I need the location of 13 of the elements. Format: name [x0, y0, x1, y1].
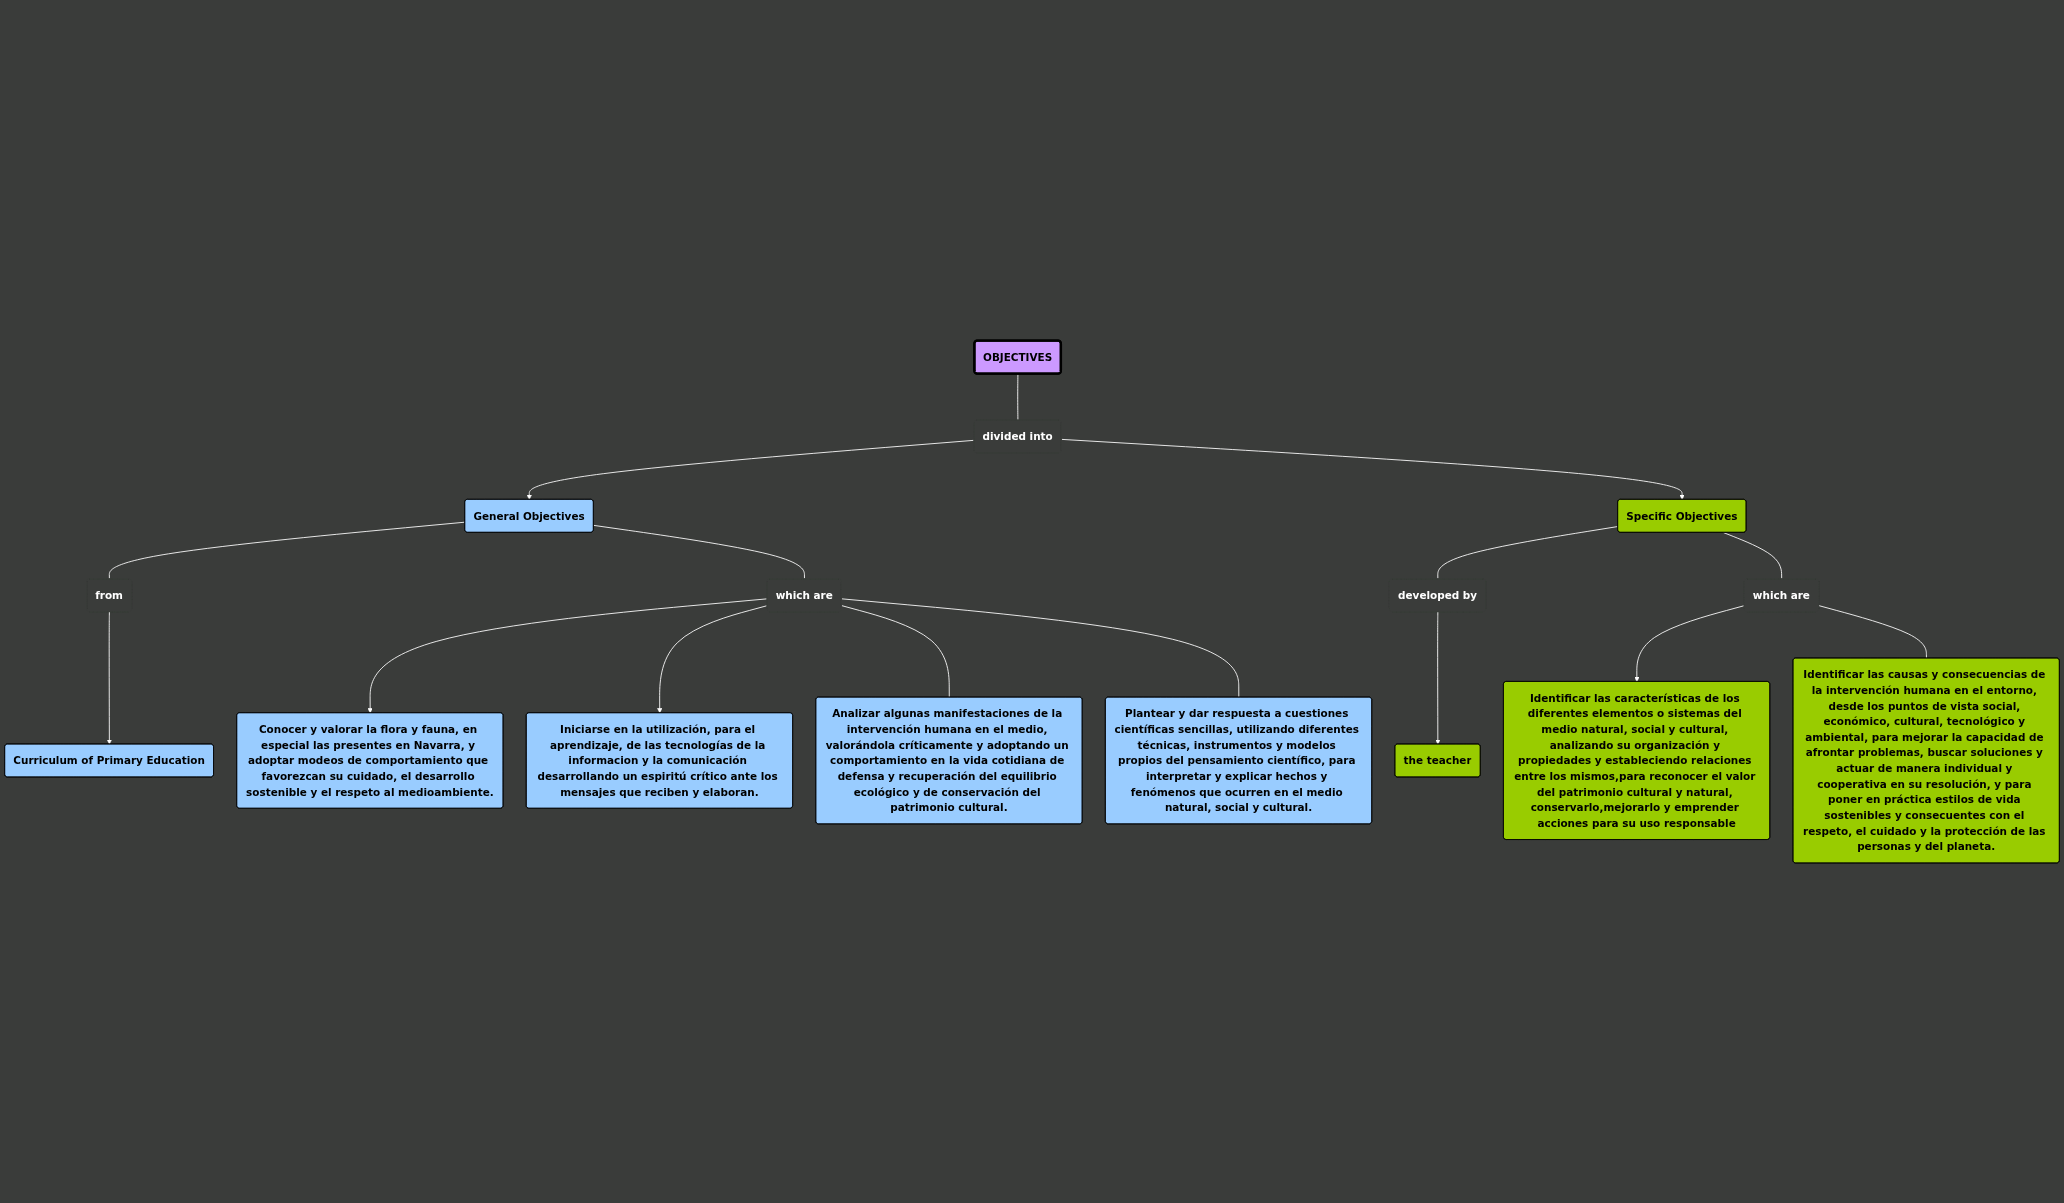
connector: [841, 604, 950, 698]
connector: [841, 598, 1240, 698]
connector: [593, 524, 805, 580]
connector: [1437, 525, 1619, 580]
node-text: developed by: [1398, 588, 1478, 601]
connector: [108, 521, 466, 580]
node-text: which are: [775, 588, 833, 601]
node-text: which are: [1752, 588, 1810, 601]
connector: [1017, 373, 1019, 421]
node-text: divided into: [982, 430, 1053, 443]
node-text: from: [95, 588, 123, 601]
connector: [1723, 531, 1783, 580]
connector: [1818, 604, 1927, 659]
